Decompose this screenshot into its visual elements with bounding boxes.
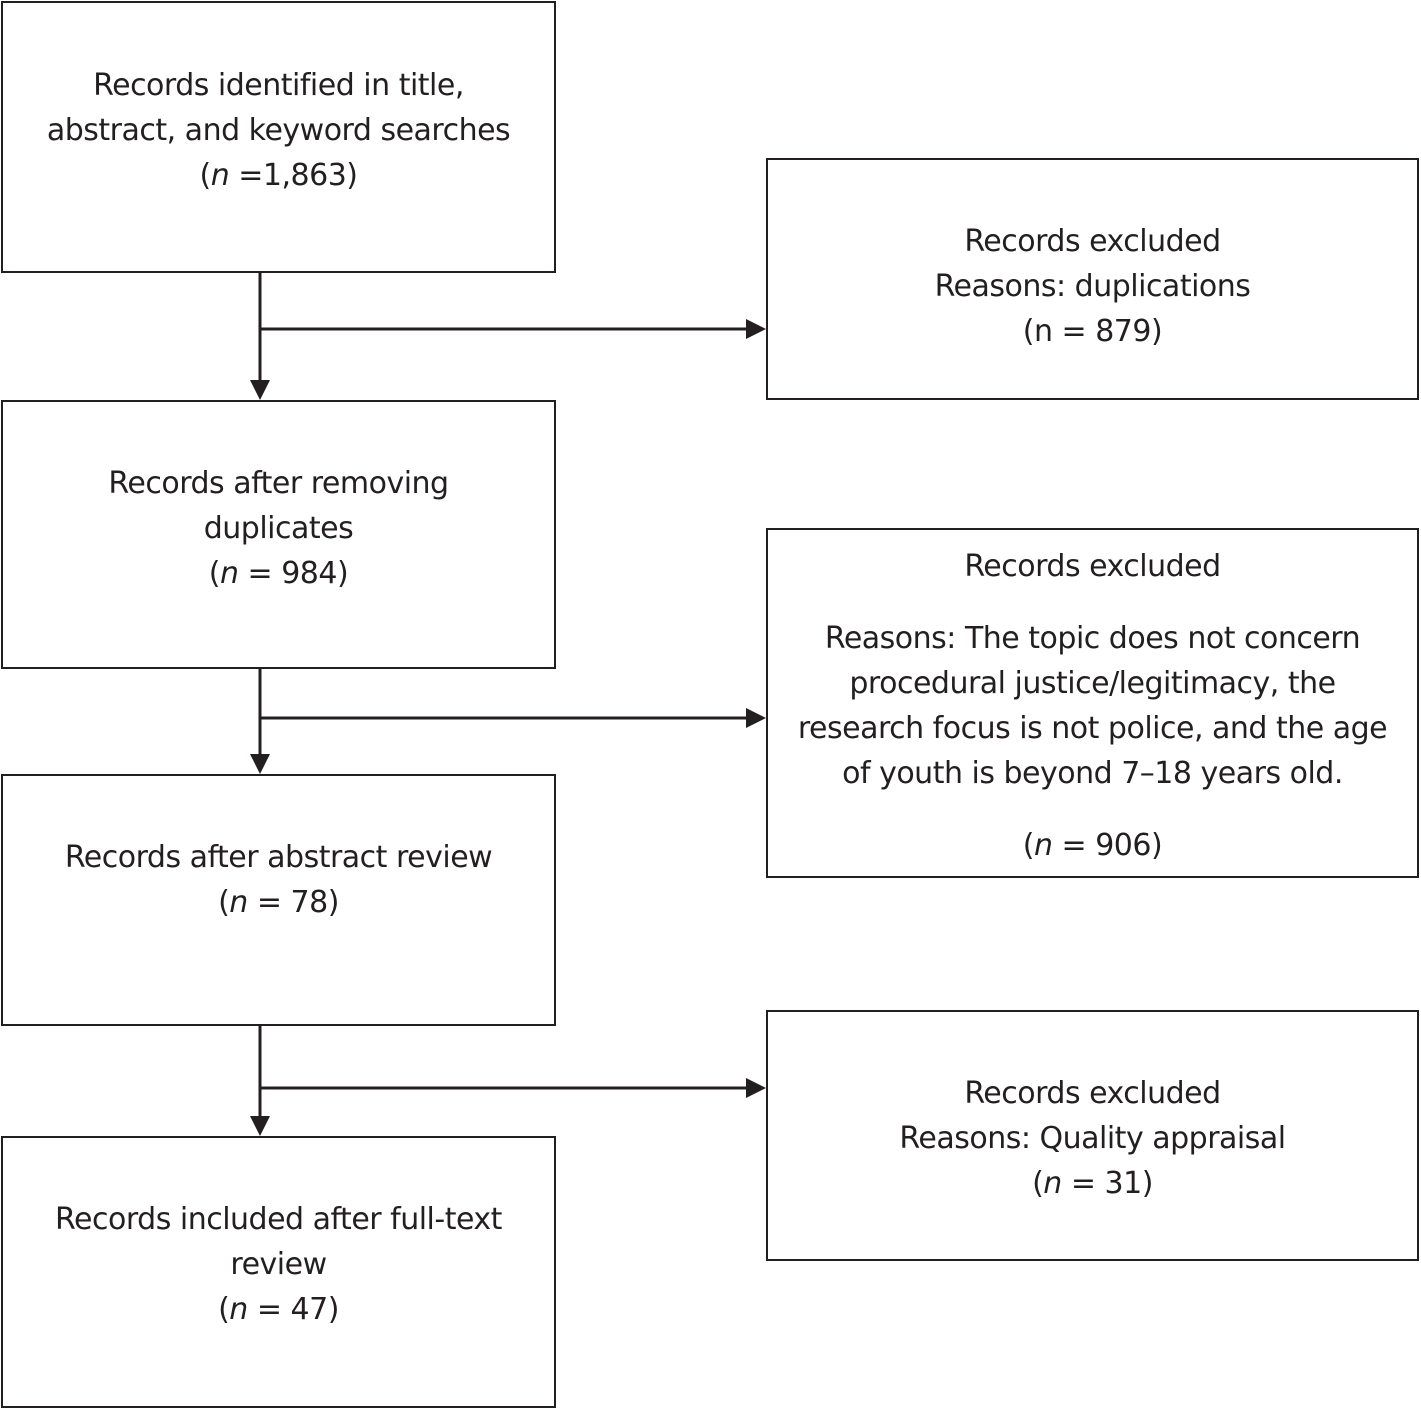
box-records-included: Records included after full-text review …	[1, 1136, 556, 1408]
excluded-title: Records excluded	[964, 549, 1221, 584]
box-line: abstract, and keyword searches	[46, 113, 511, 148]
box-records-identified: Records identified in title, abstract, a…	[1, 1, 556, 273]
spacer	[768, 796, 1417, 823]
excluded-reason-line: Reasons: The topic does not concern	[824, 621, 1361, 656]
box-count: (n =1,863)	[199, 158, 359, 193]
box-excluded-duplications: Records excluded Reasons: duplications (…	[766, 158, 1419, 400]
excluded-count: (n = 879)	[1022, 314, 1163, 349]
excluded-count: (n = 31)	[1032, 1166, 1153, 1201]
excluded-reason: Reasons: Quality appraisal	[899, 1121, 1286, 1156]
excluded-reason-line: procedural justice/legitimacy, the	[849, 666, 1336, 701]
excluded-title: Records excluded	[964, 224, 1221, 259]
box-count: (n = 78)	[218, 885, 339, 920]
excluded-reason-line: of youth is beyond 7–18 years old.	[842, 756, 1343, 791]
box-line: Records after removing	[108, 466, 449, 501]
box-line: Records included after full-text	[55, 1202, 502, 1237]
arrowhead-down-1	[250, 380, 270, 400]
box-count: (n = 984)	[208, 556, 349, 591]
spacer	[768, 589, 1417, 616]
arrowhead-down-2	[250, 754, 270, 774]
box-excluded-quality: Records excluded Reasons: Quality apprai…	[766, 1010, 1419, 1261]
box-records-after-abstract: Records after abstract review (n = 78)	[1, 774, 556, 1026]
arrowhead-right-3	[746, 1078, 766, 1098]
box-records-after-duplicates: Records after removing duplicates (n = 9…	[1, 400, 556, 669]
excluded-reason-line: research focus is not police, and the ag…	[797, 711, 1388, 746]
box-line: Records after abstract review	[64, 840, 493, 875]
box-line: review	[230, 1247, 327, 1282]
excluded-count: (n = 906)	[1022, 828, 1163, 863]
arrowhead-right-2	[746, 708, 766, 728]
arrowhead-right-1	[746, 319, 766, 339]
box-count: (n = 47)	[218, 1292, 339, 1327]
box-line: Records identified in title,	[93, 68, 464, 103]
box-excluded-topic: Records excluded Reasons: The topic does…	[766, 528, 1419, 878]
excluded-reason: Reasons: duplications	[934, 269, 1251, 304]
arrowhead-down-3	[250, 1116, 270, 1136]
box-line: duplicates	[203, 511, 354, 546]
excluded-title: Records excluded	[964, 1076, 1221, 1111]
